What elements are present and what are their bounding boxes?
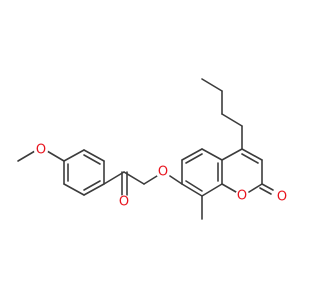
methoxy-oxygen-label: O	[36, 143, 46, 158]
bond-c2-exo-o-1	[261, 183, 274, 191]
bonds	[17, 78, 274, 220]
bond-c6-c5-inner	[185, 153, 203, 164]
bond-c5-c4a	[201, 148, 223, 161]
bond-c8-c7	[181, 183, 203, 197]
bond-ring-c	[83, 183, 105, 196]
bond-c8a-o1	[221, 183, 237, 193]
bond-o-aryl	[46, 150, 65, 162]
ether-oxygen: O	[156, 165, 170, 180]
bond-c2-exo-o-2	[259, 187, 272, 195]
bond-ring-e-inner	[83, 154, 101, 165]
bond-c3-c4-inner	[241, 153, 259, 164]
ether-oxygen-label: O	[158, 165, 168, 180]
molecule-drawing: O O O O O	[17, 78, 289, 220]
ring-oxygen: O	[235, 189, 249, 204]
bond-butyl-4	[201, 78, 223, 92]
bond-c8-c7-inner	[185, 180, 203, 192]
lactone-carbonyl-oxygen: O	[275, 190, 289, 205]
bond-ring-c-inner	[83, 180, 101, 191]
ring-oxygen-label: O	[237, 189, 247, 204]
ketone-oxygen-label: O	[119, 195, 129, 210]
bond-ring-b	[63, 183, 85, 196]
bond-methyl-o	[17, 150, 36, 162]
bond-aryl-carbonyl	[103, 171, 125, 185]
bond-c3-c4	[241, 148, 263, 161]
structure-canvas: O O O O O	[17, 78, 289, 220]
bond-carbonyl-ch2	[123, 171, 145, 185]
lactone-carbonyl-oxygen-label: O	[277, 190, 287, 205]
bond-ether-o-c7	[169, 175, 183, 185]
methoxy-oxygen: O	[34, 143, 48, 158]
bond-ring-e	[83, 149, 105, 162]
ketone-oxygen: O	[117, 195, 131, 210]
bond-c4-c4a	[221, 148, 243, 161]
bond-ch2-ether-o	[143, 175, 158, 185]
bond-butyl-2	[221, 113, 243, 127]
bond-c6-c5	[181, 148, 203, 161]
atom-labels: O O O O O	[34, 143, 289, 210]
bond-ring-f	[63, 149, 85, 162]
bond-o1-c2	[248, 183, 263, 193]
bond-c8a-c8	[201, 183, 223, 197]
